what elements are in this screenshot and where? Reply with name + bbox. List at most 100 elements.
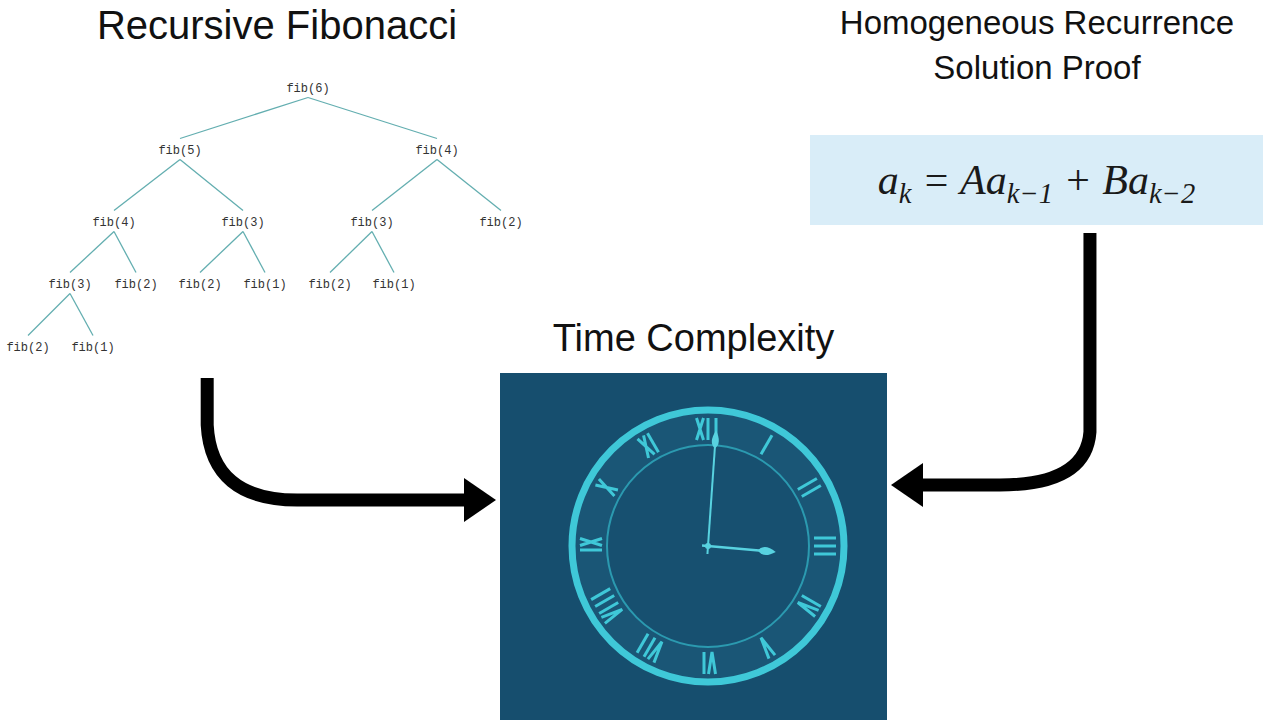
section-heading: Time Complexity xyxy=(480,315,907,361)
call-label: fib(6) xyxy=(284,81,331,97)
call-label: fib(2) xyxy=(477,215,524,231)
numeral-stroke xyxy=(709,652,716,674)
call-line xyxy=(70,294,93,336)
clock-rim xyxy=(572,410,844,682)
connector xyxy=(437,160,501,211)
roman-numeral-glyph xyxy=(595,479,618,496)
call-node: fib(3) xyxy=(46,274,93,293)
call-node: fib(2) xyxy=(477,212,524,231)
clock-inner-ring xyxy=(607,445,809,647)
connector xyxy=(243,232,265,273)
connector xyxy=(70,294,93,336)
call-line xyxy=(180,98,308,139)
call-line xyxy=(330,232,372,273)
call-line xyxy=(114,232,136,273)
call-node: fib(5) xyxy=(156,140,203,159)
connector xyxy=(114,160,180,211)
minute-hand xyxy=(704,430,720,554)
numeral-stroke xyxy=(814,545,836,548)
clock-panel: Time Complexity xyxy=(500,373,887,720)
call-node: fib(2) xyxy=(176,274,223,293)
numeral-stroke xyxy=(707,418,710,440)
call-label: fib(1) xyxy=(241,277,288,293)
call-node: fib(2) xyxy=(306,274,353,293)
flow-arrow-shaft xyxy=(917,233,1090,485)
roman-numeral-glyph xyxy=(580,539,602,551)
call-line xyxy=(180,160,243,211)
call-line xyxy=(114,160,180,211)
call-line xyxy=(200,232,243,273)
call-node: fib(2) xyxy=(4,337,51,356)
connector xyxy=(372,160,437,211)
subscript: k−1 xyxy=(1007,178,1053,209)
call-node: fib(1) xyxy=(370,274,417,293)
call-label: fib(2) xyxy=(112,277,159,293)
call-line xyxy=(28,294,70,336)
numeral-stroke xyxy=(637,634,648,653)
roman-numeral-glyph xyxy=(796,596,821,617)
call-node: fib(1) xyxy=(241,274,288,293)
connector xyxy=(372,232,394,273)
hand-tip xyxy=(757,546,776,556)
call-label: fib(5) xyxy=(156,143,203,159)
hour-hand xyxy=(702,541,776,555)
call-label: fib(3) xyxy=(219,215,266,231)
flow-arrow-shaft xyxy=(207,378,470,500)
numeral-stroke xyxy=(802,485,821,496)
call-node: fib(4) xyxy=(413,140,460,159)
roman-numeral-glyph xyxy=(814,538,836,554)
numeral-stroke xyxy=(758,636,775,659)
call-node: fib(4) xyxy=(90,212,137,231)
formula-box: Homogeneous Recurrence Solution Proofak … xyxy=(810,135,1263,225)
connector xyxy=(114,232,136,273)
roman-numeral-glyph xyxy=(758,636,775,659)
numeral-stroke xyxy=(647,433,658,452)
call-label: fib(3) xyxy=(46,277,93,293)
roman-numeral-glyph xyxy=(798,479,821,497)
tree-panel: Recursive Fibonaccifib(6)fib(5)fib(4)fib… xyxy=(0,0,554,372)
clock-illustration xyxy=(500,373,887,720)
call-label: fib(2) xyxy=(4,340,51,356)
connector xyxy=(180,160,243,211)
call-line xyxy=(243,232,265,273)
call-label: fib(4) xyxy=(90,215,137,231)
call-node: fib(3) xyxy=(219,212,266,231)
call-label: fib(4) xyxy=(413,143,460,159)
connector xyxy=(330,232,372,273)
call-line xyxy=(308,98,437,139)
roman-numeral-glyph xyxy=(704,652,716,674)
call-label: fib(1) xyxy=(69,340,116,356)
numeral-stroke xyxy=(814,553,836,556)
numeral-stroke xyxy=(796,599,819,616)
call-label: fib(2) xyxy=(306,277,353,293)
numeral-stroke xyxy=(697,418,704,440)
call-node: fib(6) xyxy=(284,78,331,97)
arrowhead xyxy=(464,478,496,522)
hand-shaft xyxy=(707,446,715,554)
call-node: fib(2) xyxy=(112,274,159,293)
call-node: fib(1) xyxy=(69,337,116,356)
arrowhead xyxy=(891,463,923,507)
connector xyxy=(70,232,114,273)
numeral-stroke xyxy=(761,435,772,454)
section-heading: Homogeneous Recurrence Solution Proof xyxy=(802,0,1272,90)
clock-hub xyxy=(705,543,711,549)
call-node: fib(3) xyxy=(348,212,395,231)
call-line xyxy=(372,232,394,273)
roman-numeral-glyph xyxy=(761,435,772,454)
call-label: fib(2) xyxy=(176,277,223,293)
numeral-stroke xyxy=(580,539,602,546)
call-line xyxy=(70,232,114,273)
connector xyxy=(207,378,496,522)
connector xyxy=(28,294,70,336)
subscript: k−2 xyxy=(1149,178,1195,209)
numeral-stroke xyxy=(595,479,618,496)
formula-text: ak = Aak−1 + Bak−2 xyxy=(878,156,1195,204)
connector xyxy=(180,98,308,139)
subscript: k xyxy=(899,178,912,209)
connector xyxy=(200,232,243,273)
numeral-stroke xyxy=(814,537,836,540)
hand-shaft xyxy=(702,545,762,550)
numeral-stroke xyxy=(580,549,602,552)
